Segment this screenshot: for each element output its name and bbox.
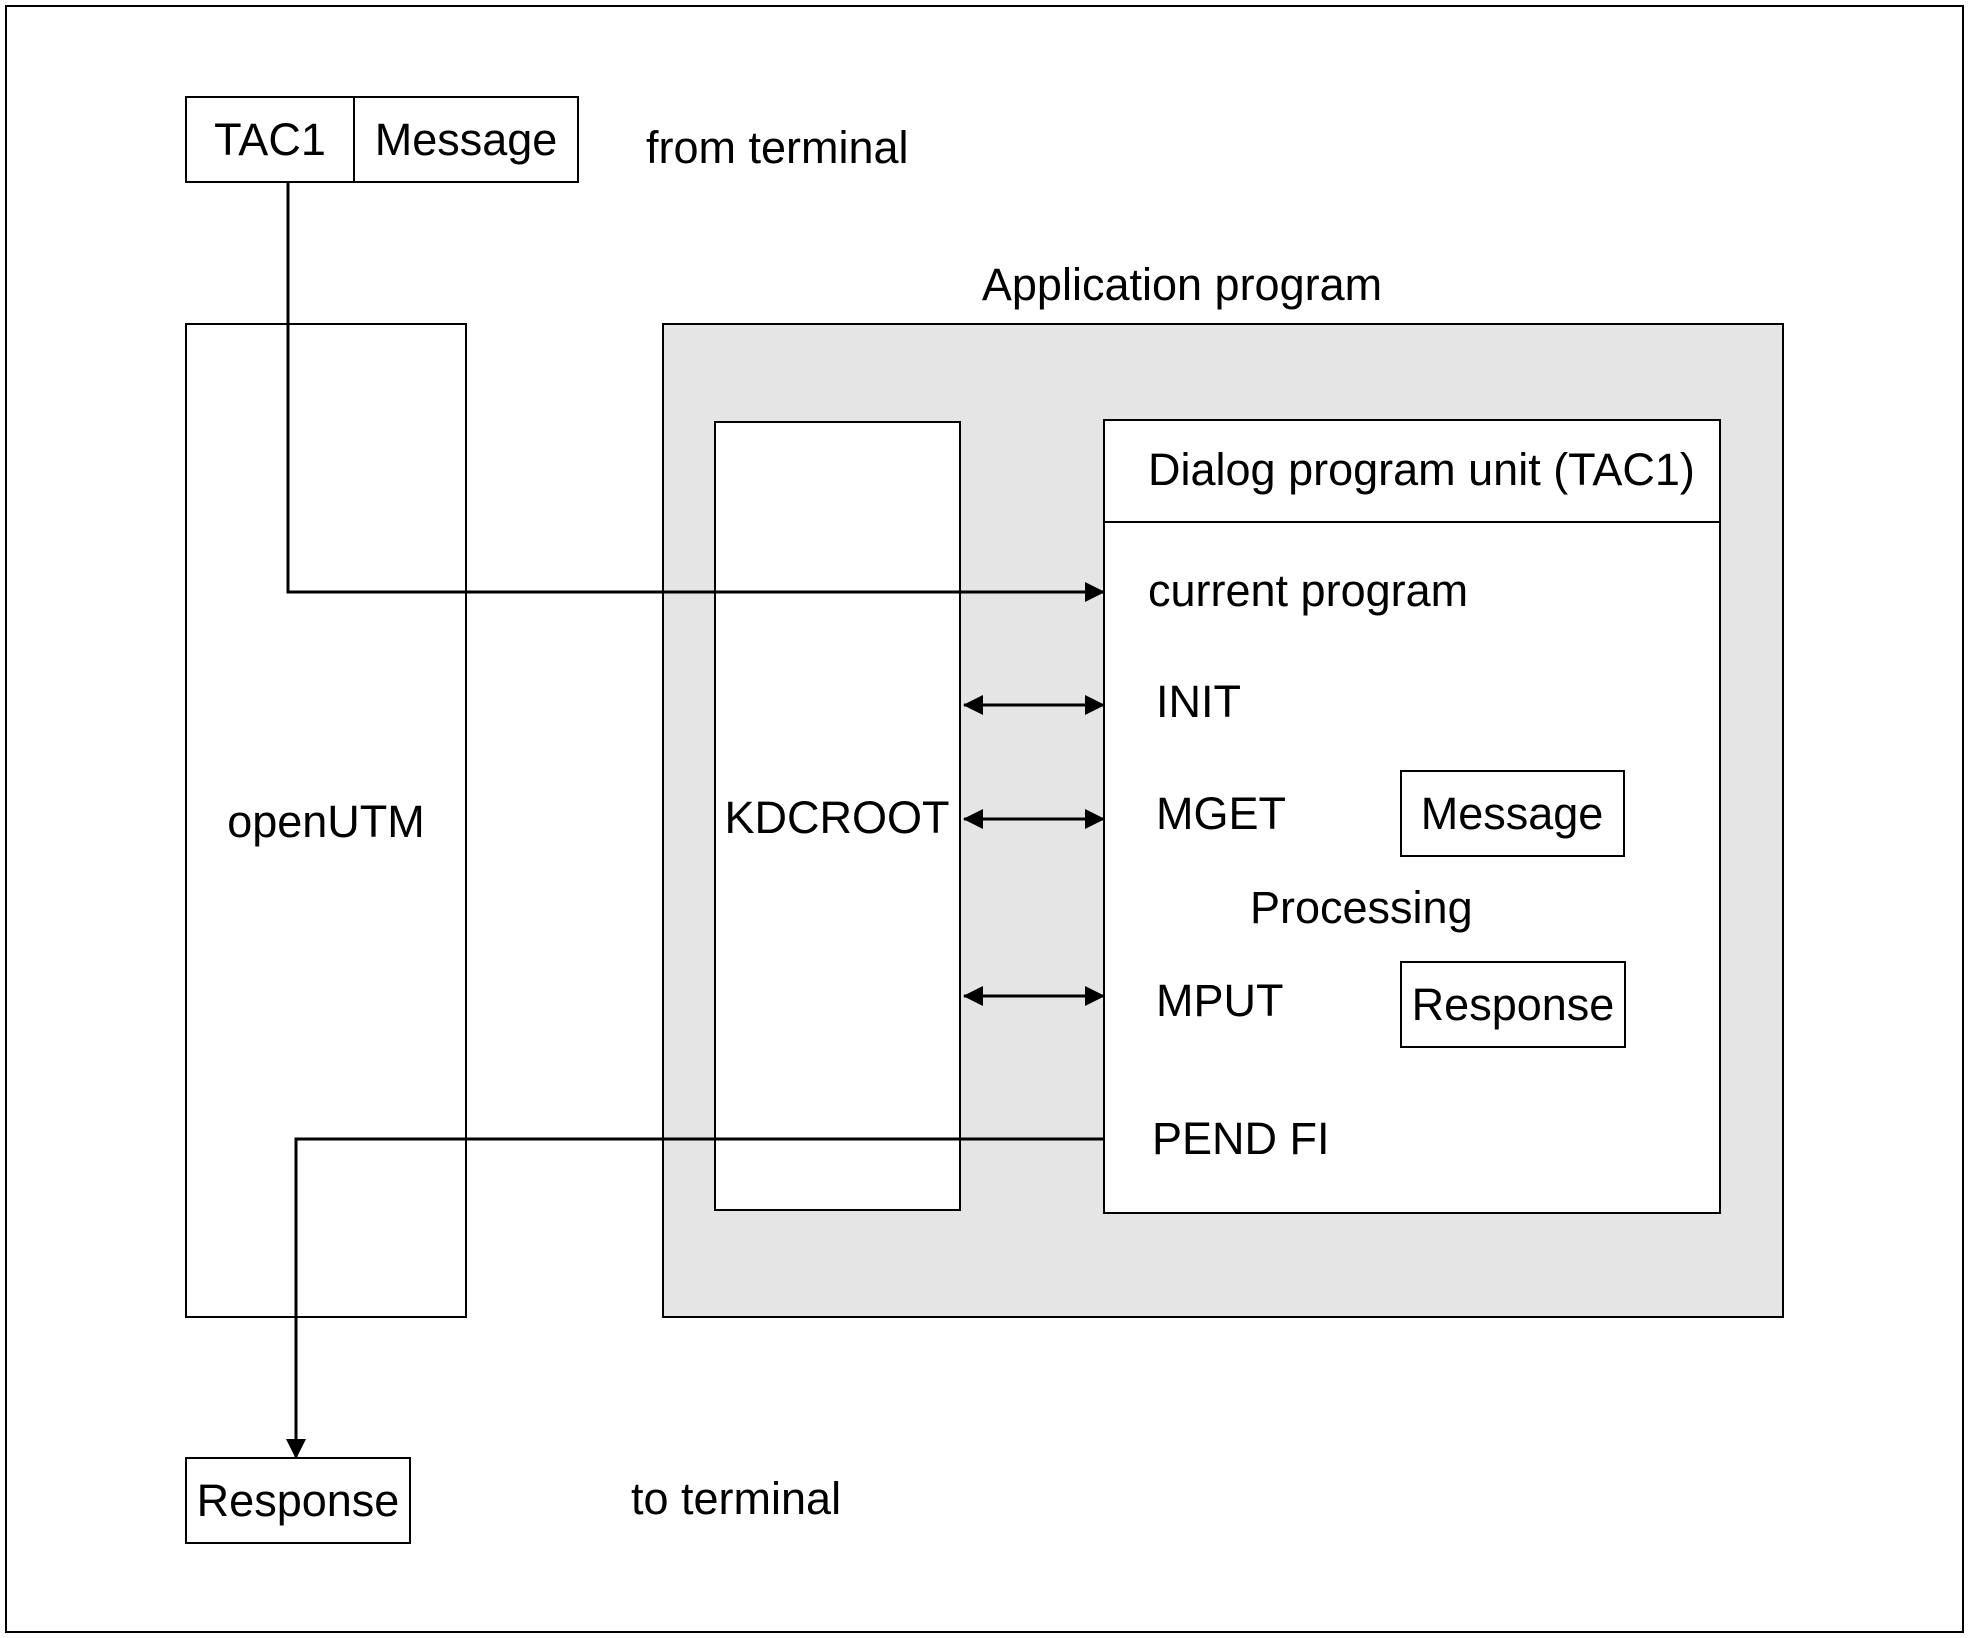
application-program-title: Application program <box>982 259 1382 310</box>
mput-label: MPUT <box>1156 975 1284 1026</box>
mget-message-box <box>1400 770 1625 857</box>
mget-label: MGET <box>1156 788 1286 839</box>
kdcroot-label: KDCROOT <box>725 792 950 843</box>
tac1-to-current-program-arrow <box>286 182 1105 602</box>
pend-fi-to-response-arrow <box>286 1137 1104 1459</box>
mput-response-label: Response <box>1412 979 1615 1030</box>
message-cell <box>353 96 579 183</box>
openutm-label: openUTM <box>227 796 425 847</box>
dialog-unit-title: Dialog program unit (TAC1) <box>1148 444 1695 495</box>
incoming-message-label: Message <box>375 114 558 165</box>
tac1-label: TAC1 <box>214 114 326 165</box>
tac1-cell <box>185 96 355 183</box>
processing-label: Processing <box>1250 882 1473 933</box>
mput-response-box <box>1400 961 1626 1048</box>
incoming-message-box: TAC1 Message <box>185 96 579 183</box>
current-program-label: current program <box>1148 565 1468 616</box>
outgoing-response-box <box>185 1457 411 1544</box>
openutm-box <box>185 323 467 1318</box>
outgoing-response-label: Response <box>197 1475 400 1526</box>
from-terminal-caption: from terminal <box>646 122 909 173</box>
kdcroot-box <box>714 421 961 1211</box>
pend-fi-label: PEND FI <box>1152 1113 1330 1164</box>
mget-message-label: Message <box>1421 788 1604 839</box>
to-terminal-caption: to terminal <box>631 1473 841 1524</box>
init-label: INIT <box>1156 676 1241 727</box>
